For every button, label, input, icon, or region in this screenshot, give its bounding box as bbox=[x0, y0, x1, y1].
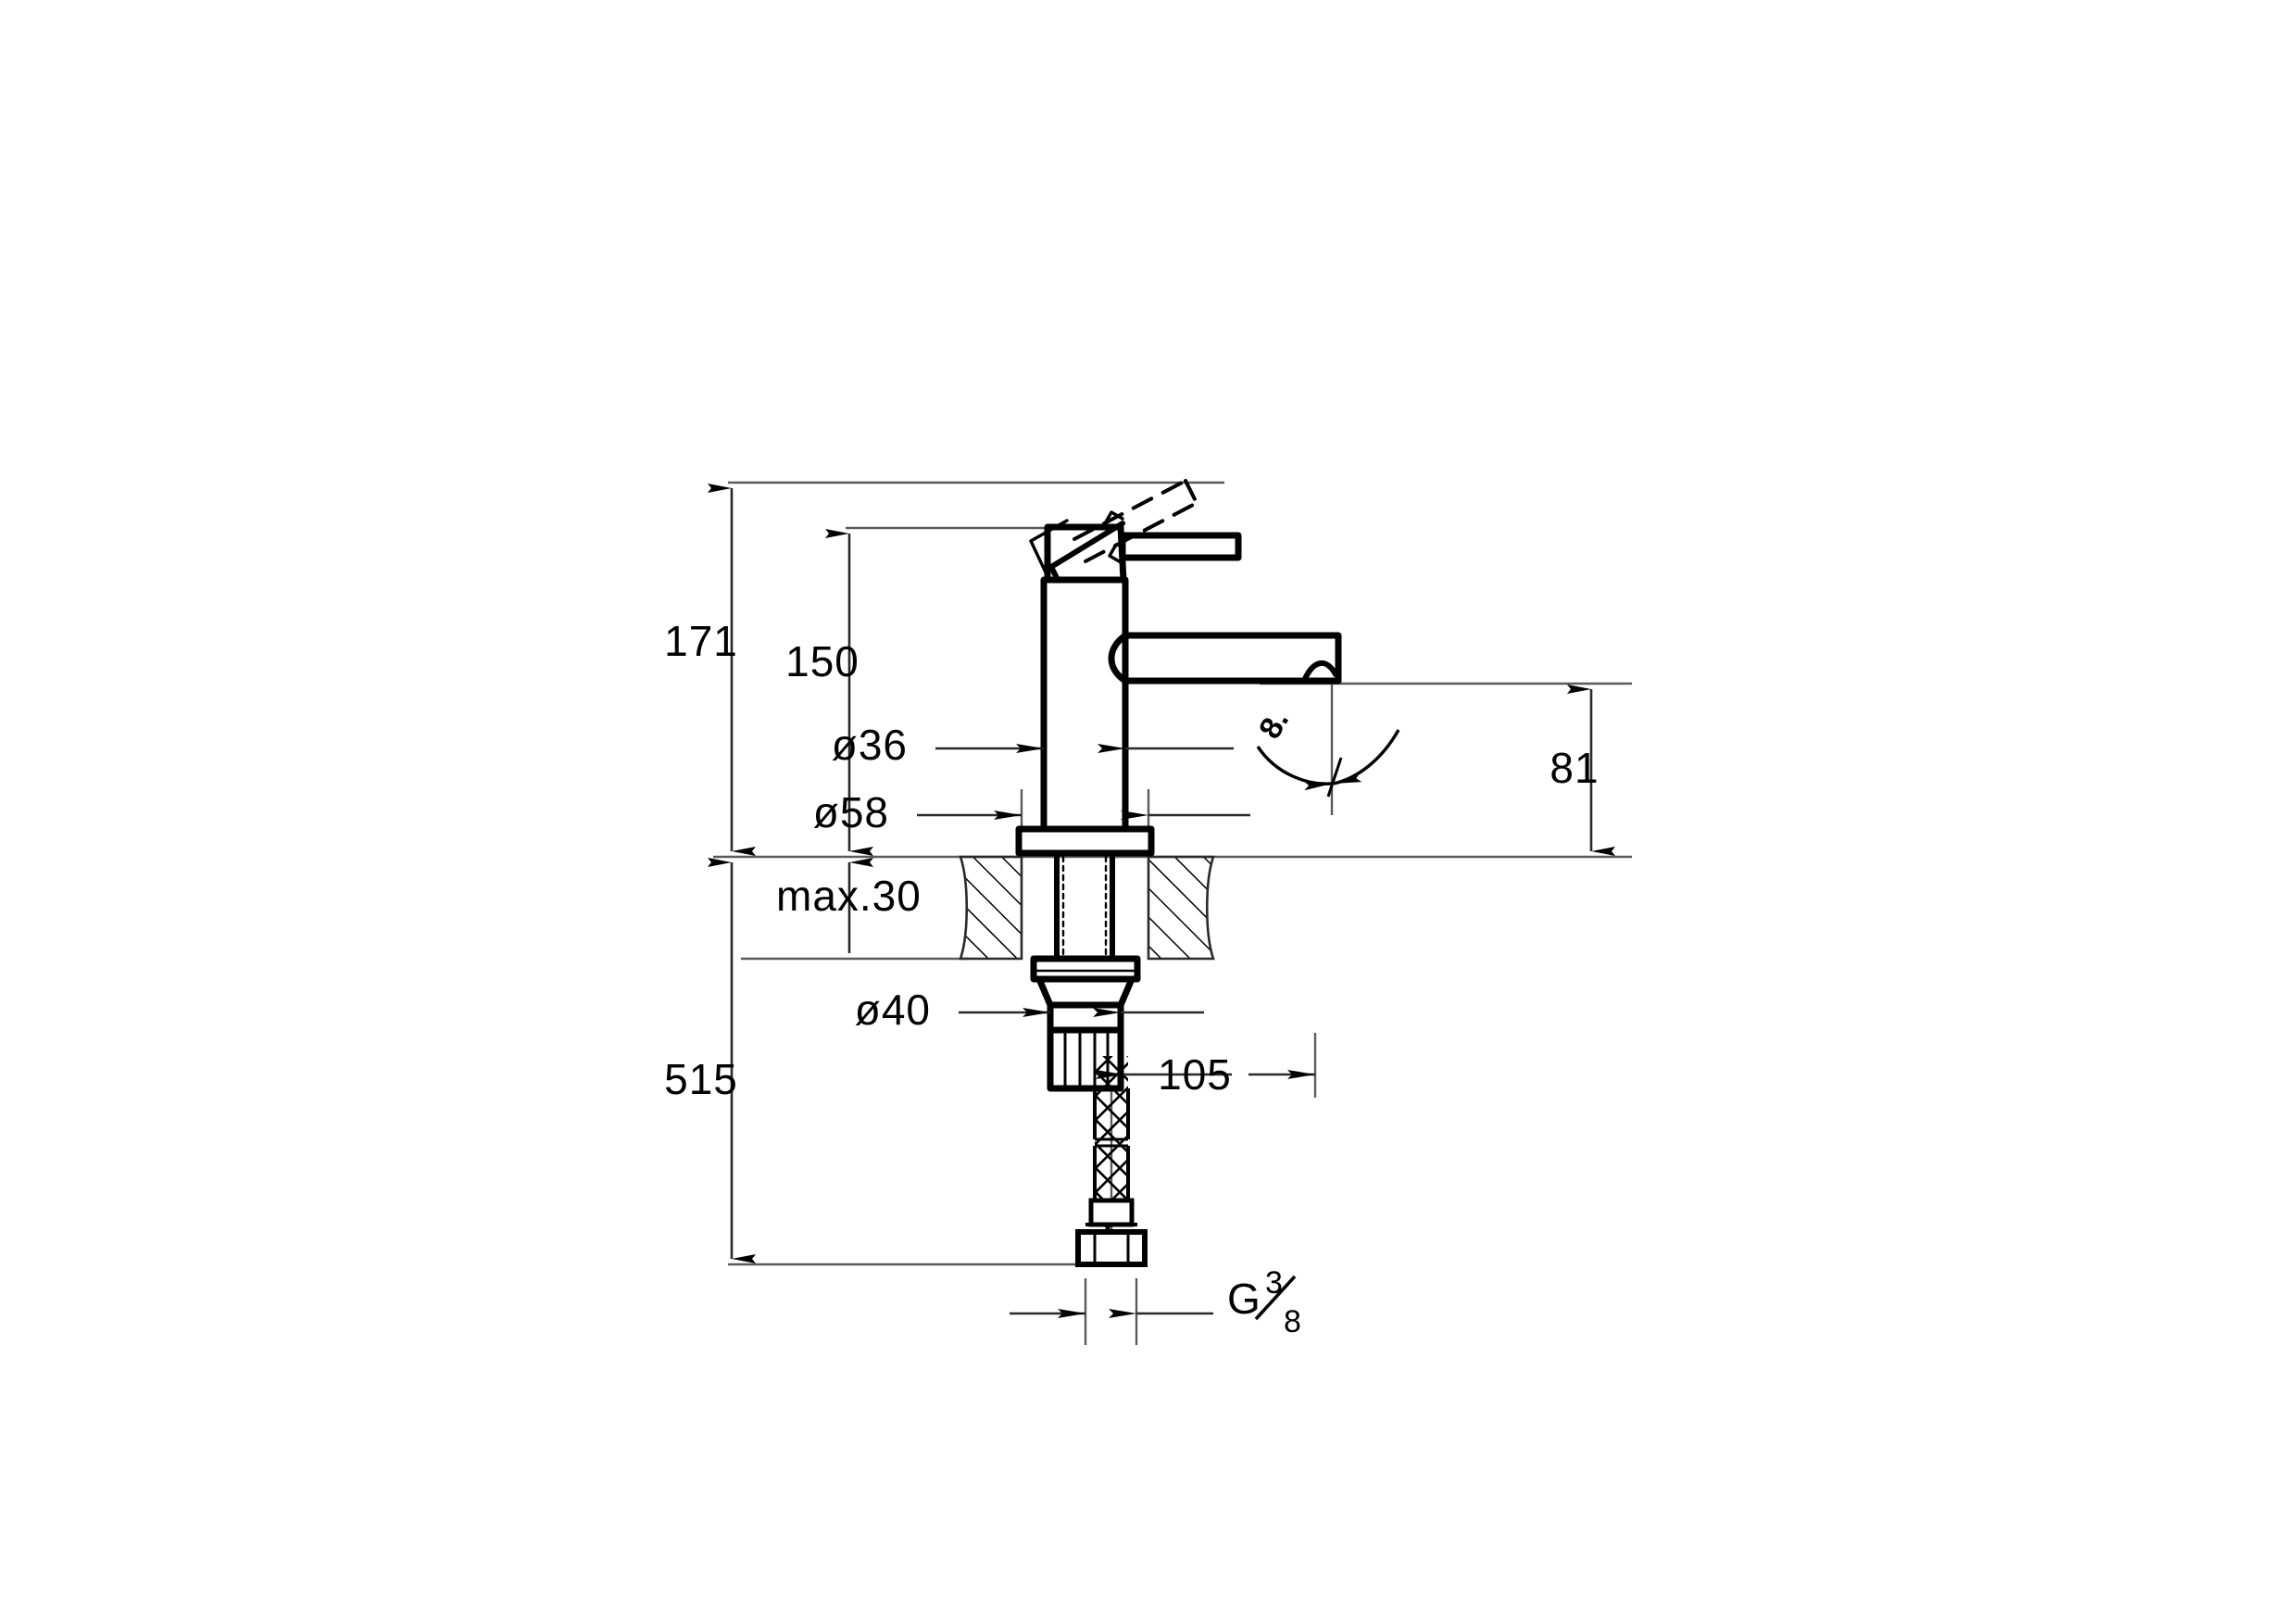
dimension-lines bbox=[708, 484, 1615, 1318]
mounting-washer bbox=[1030, 955, 1141, 983]
lever-ghost-notch bbox=[1108, 543, 1123, 564]
lever-phantom-position bbox=[1073, 479, 1198, 563]
shank-collar bbox=[1035, 975, 1135, 1009]
angle-arc-right bbox=[1333, 729, 1400, 785]
spout-top-edge bbox=[1122, 632, 1342, 685]
label-105: 105 bbox=[1158, 1050, 1232, 1099]
label-171: 171 bbox=[664, 617, 738, 665]
hose-break bbox=[1095, 1137, 1128, 1148]
countertop-outline-left bbox=[959, 855, 1023, 961]
angle-arc-left bbox=[1256, 746, 1333, 791]
label-515: 515 bbox=[664, 1055, 738, 1103]
label-81: 81 bbox=[1549, 744, 1599, 792]
faucet-assembly bbox=[1015, 479, 1342, 1092]
aerator-angle-annotation: 8. bbox=[1252, 704, 1400, 798]
label-thread-denominator: 8 bbox=[1284, 1304, 1301, 1339]
cartridge-cap-bevel bbox=[1048, 521, 1125, 583]
hose-ferrule bbox=[1088, 1198, 1135, 1227]
drawing-layer: 8. 171 150 ø36 ø58 max.30 ø40 515 81 105… bbox=[664, 479, 1632, 1345]
label-thread-g38: G 3 8 bbox=[1227, 1265, 1301, 1339]
countertop-section bbox=[959, 855, 1215, 961]
aerator-outlet bbox=[1301, 660, 1338, 684]
flexible-hose bbox=[1075, 1056, 1148, 1267]
escutcheon-plate bbox=[1015, 825, 1155, 857]
dimension-labels: 171 150 ø36 ø58 max.30 ø40 515 81 105 G … bbox=[664, 617, 1599, 1339]
aerator-angle-label: 8. bbox=[1252, 704, 1296, 745]
lever-handle bbox=[1119, 532, 1242, 561]
shank-thread-lines bbox=[1061, 855, 1108, 961]
hose-upper-wall bbox=[1093, 1088, 1130, 1139]
label-thread-slash bbox=[1254, 1275, 1297, 1321]
label-150: 150 bbox=[785, 637, 859, 685]
label-thread-prefix: G bbox=[1227, 1275, 1261, 1323]
countertop-outline-right bbox=[1147, 855, 1215, 961]
lever-break-symbol bbox=[1102, 510, 1124, 527]
hose-lower-wall bbox=[1093, 1146, 1130, 1200]
countertop-hatch-right bbox=[1148, 857, 1213, 959]
lever-pivot-ghost bbox=[1029, 519, 1069, 574]
spout-bottom-edge bbox=[1108, 632, 1342, 685]
label-d58: ø58 bbox=[813, 788, 889, 836]
mounting-shank bbox=[1054, 850, 1115, 961]
angle-tick bbox=[1326, 757, 1343, 798]
cartridge-housing bbox=[1044, 523, 1127, 584]
connector-nut-flats bbox=[1093, 1232, 1130, 1264]
label-max30: max.30 bbox=[776, 872, 922, 920]
inlet-connector-nut bbox=[1075, 1229, 1148, 1267]
label-thread-numerator: 3 bbox=[1265, 1265, 1283, 1301]
faucet-column bbox=[1040, 576, 1129, 842]
label-d36: ø36 bbox=[832, 721, 908, 769]
label-d40: ø40 bbox=[855, 986, 931, 1034]
countertop-hatch-left bbox=[960, 857, 1022, 959]
